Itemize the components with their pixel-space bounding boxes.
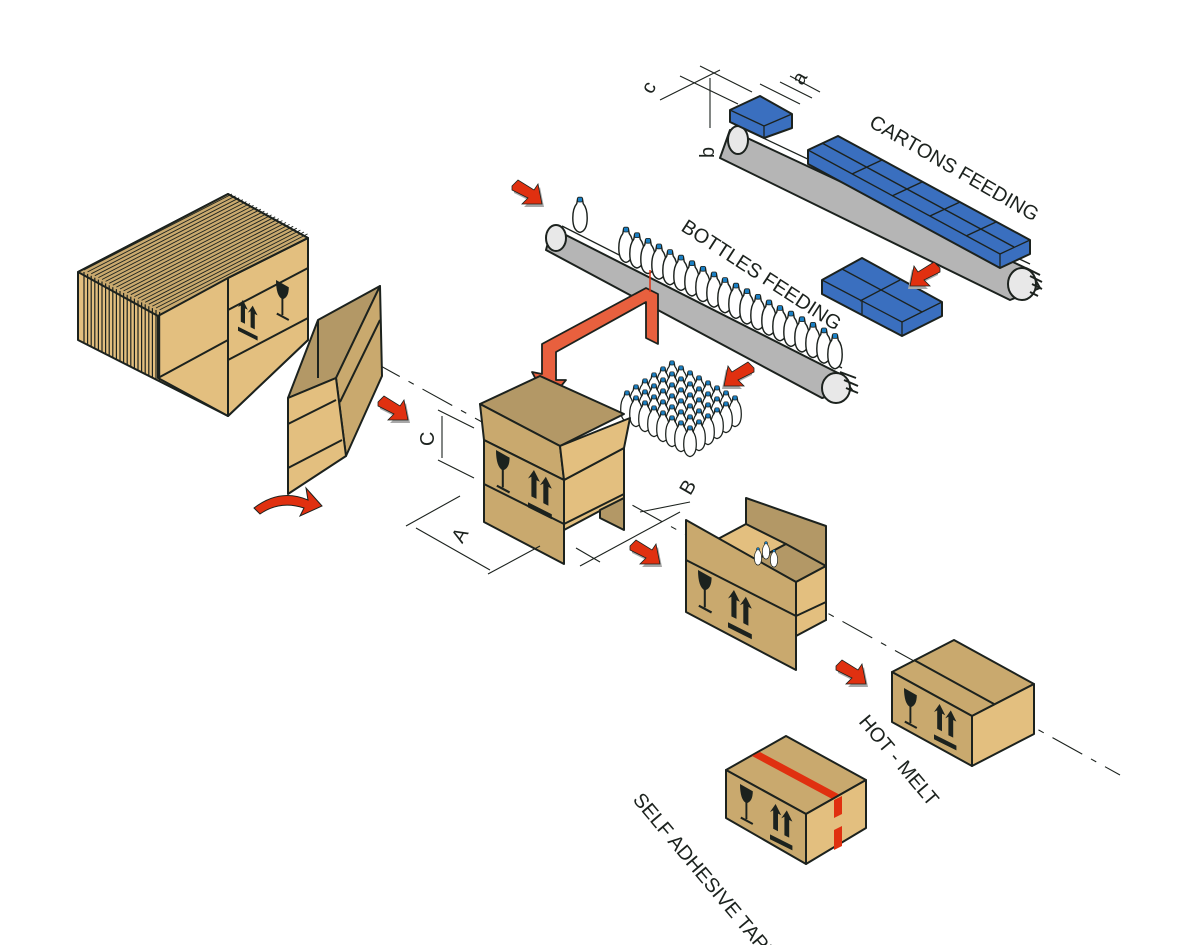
blank-edge xyxy=(83,193,233,271)
blank-edges xyxy=(83,193,308,382)
bottle xyxy=(572,196,588,234)
blank-edge xyxy=(155,231,305,309)
blank-edge xyxy=(98,201,247,279)
bottles-feeding-conveyor xyxy=(545,224,859,404)
blank-edge xyxy=(94,199,244,277)
blank-edge xyxy=(87,195,236,273)
blank-edge xyxy=(112,208,262,286)
blank-edge xyxy=(130,218,280,296)
dimension-label-c: c xyxy=(637,78,661,98)
blank-edge xyxy=(108,206,258,284)
blank-edge xyxy=(123,214,272,292)
erecting-feed-arrow xyxy=(377,395,411,424)
blank-edge xyxy=(141,223,290,301)
case-dimensions xyxy=(405,409,691,575)
tape-sealed-case xyxy=(725,735,867,865)
product-dimensions xyxy=(659,65,821,128)
dimension-label-C: C xyxy=(417,432,439,446)
carton-pack xyxy=(821,257,943,337)
blank-edge xyxy=(105,204,254,282)
dimension-label-b: b xyxy=(697,147,719,158)
case-feed-arrow xyxy=(629,539,663,568)
bottle-group-feed-arrow xyxy=(721,361,755,390)
closing-case xyxy=(685,497,827,671)
open-case xyxy=(479,375,631,565)
blank-edge xyxy=(90,197,240,275)
blank-edge xyxy=(148,227,298,305)
closing-feed-arrow xyxy=(835,659,869,688)
rotate-arrow xyxy=(253,486,323,518)
erecting-blank xyxy=(287,285,383,495)
cartons-feeding-conveyor xyxy=(719,95,1043,301)
carton-pack-feed-arrow xyxy=(907,261,941,290)
blank-edge xyxy=(159,233,308,311)
blank-edge xyxy=(126,216,276,294)
blank-edge xyxy=(137,222,287,299)
blank-edge xyxy=(101,203,251,280)
dimension-label-B: B xyxy=(675,476,701,499)
blank-edge xyxy=(116,210,265,288)
blank-edge xyxy=(152,229,301,307)
blank-edge xyxy=(144,225,294,303)
dimension-label-A: A xyxy=(447,524,473,547)
bottle-group xyxy=(620,360,742,458)
blank-edge xyxy=(134,220,283,298)
blank-edge xyxy=(119,212,269,290)
bottles-feed-arrow xyxy=(511,179,545,208)
